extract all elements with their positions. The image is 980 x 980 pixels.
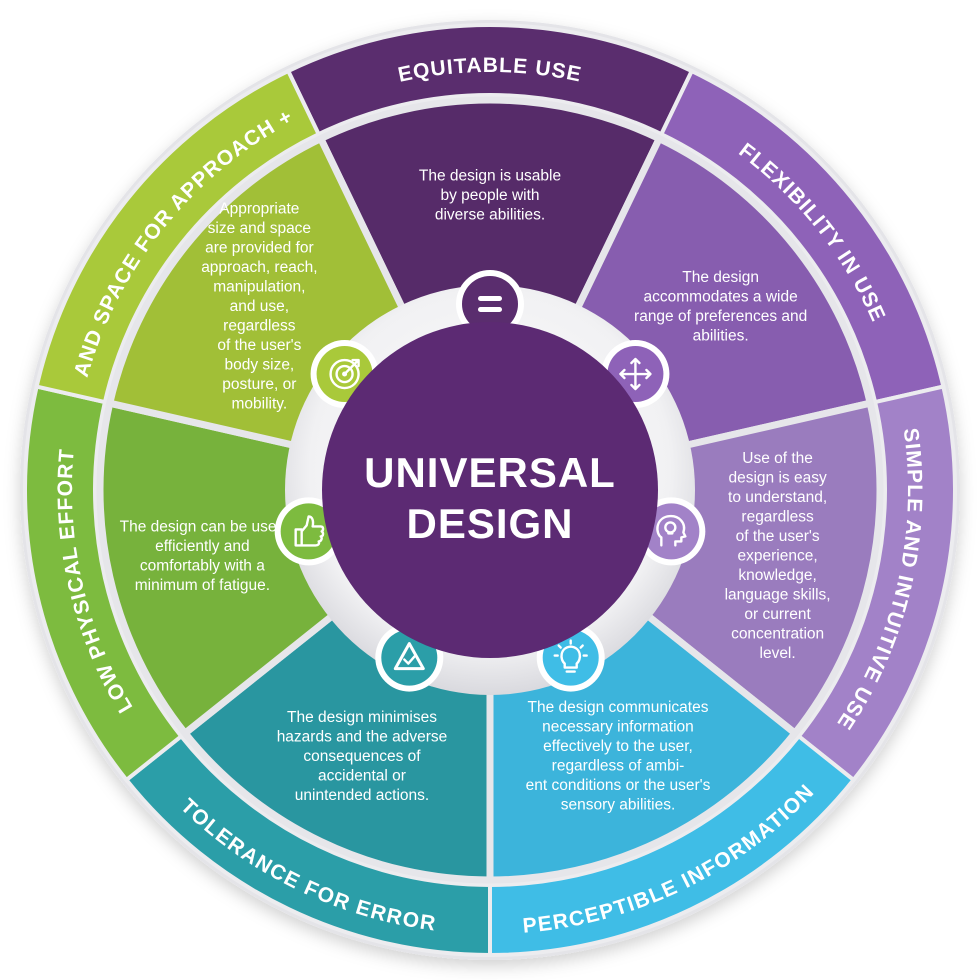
head-lightbulb-icon-glyph [656, 514, 687, 547]
equals-icon [456, 270, 524, 338]
warning-check-icon [375, 623, 444, 692]
center-circle [322, 322, 658, 658]
description-line: abilities. [693, 327, 749, 344]
description-line: body size, [224, 357, 294, 374]
description-line: to understand, [728, 489, 827, 506]
lightbulb-icon-glyph [553, 639, 588, 673]
description-line: posture, or [222, 376, 296, 393]
description-line: by people with [440, 187, 539, 204]
description-line: Use of the [742, 450, 813, 467]
warning-check-icon-glyph [393, 642, 425, 671]
description-line: of the user's [736, 528, 820, 545]
description-line: sensory abilities. [561, 797, 676, 814]
thumbs-up-icon-glyph [294, 515, 325, 547]
description-line: accidental or [318, 767, 406, 784]
description-line: size and space [208, 220, 311, 237]
description-line: necessary information [542, 719, 694, 736]
description-physical: The design can be used efficiently and com… [120, 518, 285, 594]
description-line: of the user's [217, 337, 301, 354]
description-size: Appropriate size and space are provided fo… [201, 201, 317, 413]
description-simple: Use of the design is easy to understand, re… [725, 450, 831, 662]
description-line: knowledge, [738, 567, 816, 584]
description-line: level. [760, 645, 796, 662]
description-line: range of preferences and [634, 308, 807, 325]
descriptions: The design is usable by people with divers… [120, 168, 831, 814]
description-tolerance: The design minimises hazards and the adve… [277, 709, 448, 804]
description-line: regardless [223, 318, 296, 335]
description-line: mobility. [232, 396, 288, 413]
description-line: concentration [731, 626, 824, 643]
description-line: consequences of [303, 748, 421, 765]
equals-icon-glyph [478, 296, 502, 312]
description-line: design is easy [728, 470, 826, 487]
description-line: ent conditions or the user's [526, 777, 711, 794]
outer-label-ring [23, 23, 957, 958]
description-line: The design communicates [528, 699, 709, 716]
ring-sector-size [34, 68, 322, 405]
description-line: The design is usable [419, 168, 561, 185]
description-line: diverse abilities. [435, 207, 545, 224]
center-title-line1: UNIVERSAL [364, 449, 616, 496]
description-flexibility: The design accommodates a wide range of pr… [634, 269, 807, 345]
description-line: manipulation, [213, 279, 305, 296]
move-arrows-icon-glyph [619, 357, 652, 391]
description-line: approach, reach, [201, 259, 317, 276]
description-line: experience, [738, 548, 818, 565]
description-line: The design [682, 269, 759, 286]
description-line: unintended actions. [295, 787, 429, 804]
description-line: and use, [230, 298, 289, 315]
description-line: minimum of fatigue. [135, 577, 270, 594]
description-line: efficiently and [155, 538, 250, 555]
description-perceptible: The design communicates necessary informa… [526, 699, 711, 814]
icon-badge [462, 276, 518, 332]
description-line: The design minimises [287, 709, 437, 726]
description-line: Appropriate [219, 201, 299, 218]
description-line: effectively to the user, [543, 738, 693, 755]
target-arrow-icon-glyph [329, 358, 360, 390]
description-line: comfortably with a [140, 557, 265, 574]
center-title-line2: DESIGN [406, 500, 573, 547]
description-equitable: The design is usable by people with divers… [419, 168, 561, 224]
description-line: regardless of ambi- [552, 758, 685, 775]
description-line: accommodates a wide [644, 288, 798, 305]
description-line: hazards and the adverse [277, 728, 448, 745]
description-line: regardless [741, 509, 814, 526]
description-line: are provided for [205, 240, 314, 257]
description-line: The design can be used [120, 518, 285, 535]
description-line: or current [744, 606, 811, 623]
description-line: language skills, [725, 587, 831, 604]
